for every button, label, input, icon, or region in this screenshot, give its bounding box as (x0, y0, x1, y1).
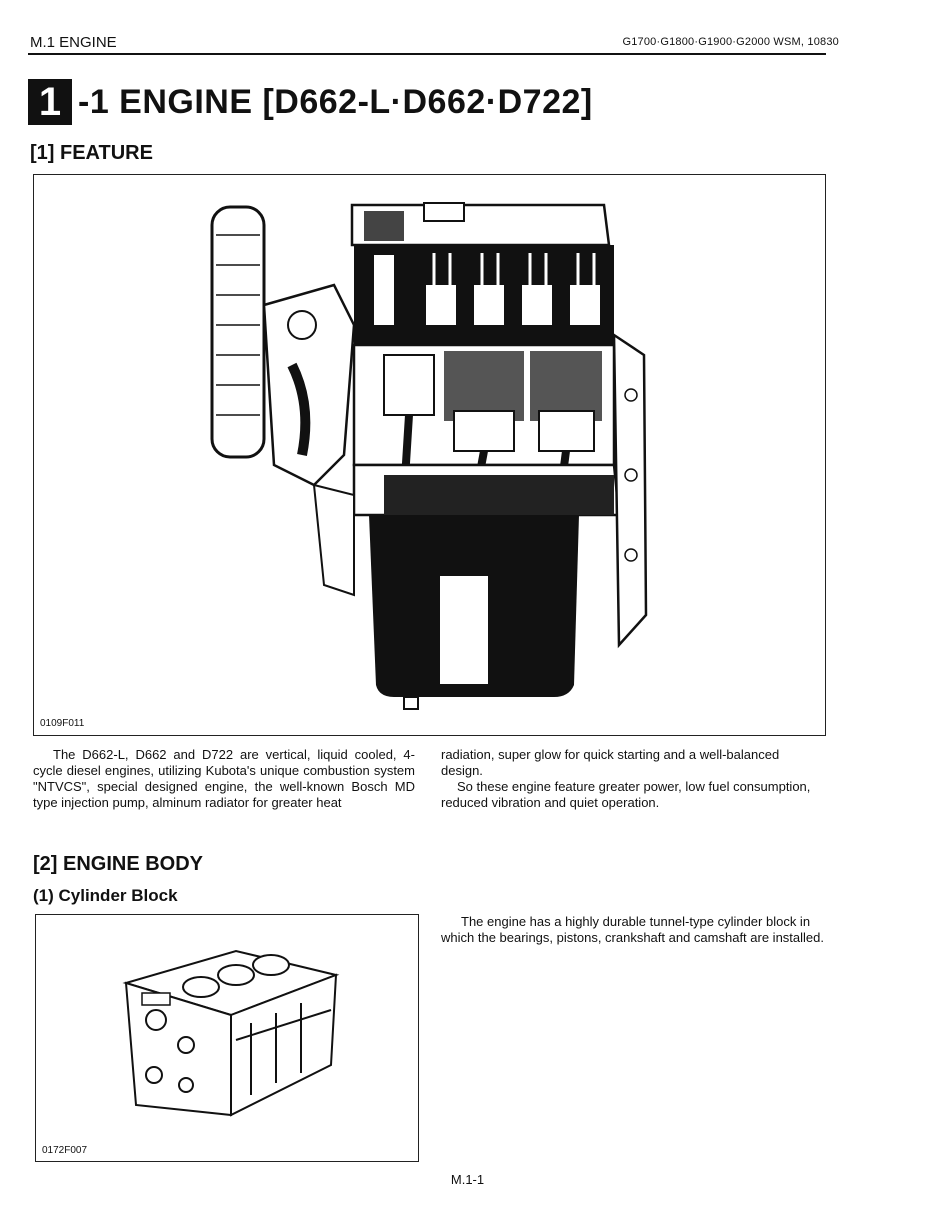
page-title-text: -1 ENGINE [D662-L·D662·D722] (78, 82, 593, 121)
cylinder-block-figure: 0172F007 (35, 914, 419, 1162)
cylinder-block-description: The engine has a highly durable tunnel-t… (441, 914, 824, 945)
engine-body-heading: [2] ENGINE BODY (33, 853, 204, 875)
cylinder-block-figure-code: 0172F007 (42, 1145, 88, 1156)
page-number: M.1-1 (450, 1172, 485, 1187)
header-section-label: M.1 ENGINE (30, 34, 117, 51)
engine-cutaway-figure: 0109F011 (33, 174, 826, 736)
feature-paragraph-right: radiation, super glow for quick starting… (441, 747, 821, 811)
feature-heading: [1] FEATURE (30, 142, 153, 164)
page-title: 1 -1 ENGINE [D662-L·D662·D722] (28, 76, 593, 128)
engine-cutaway-illustration (210, 202, 648, 710)
feature-paragraph-left: The D662-L, D662 and D722 are vertical, … (33, 747, 415, 810)
feature-figure-code: 0109F011 (40, 718, 85, 729)
header-rule (28, 53, 826, 55)
feature-paragraph-right-line1: radiation, super glow for quick starting… (441, 747, 780, 778)
feature-paragraph-right-line2: So these engine feature greater power, l… (441, 779, 811, 810)
cylinder-block-illustration (122, 949, 340, 1117)
cylinder-block-subheading: (1) Cylinder Block (33, 886, 178, 905)
header-model-info: G1700·G1800·G1900·G2000 WSM, 10830 (622, 36, 839, 48)
section-number-badge: 1 (28, 79, 72, 125)
